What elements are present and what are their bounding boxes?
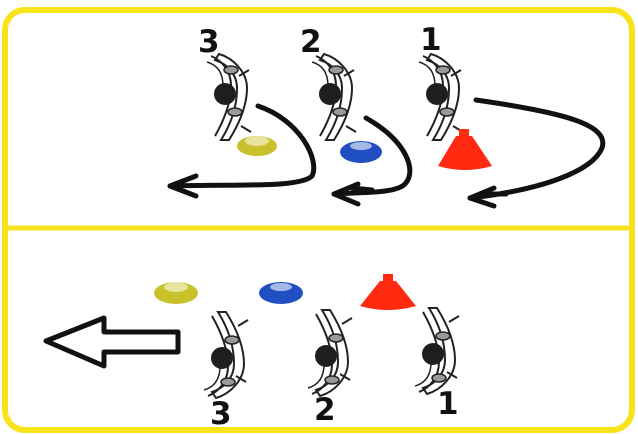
player-figure-icon [206,53,252,141]
training-cone-icon [360,274,416,310]
training-cone-icon [259,282,303,304]
player-figure-icon [414,307,460,395]
player-label-3: 3 [198,24,220,60]
player-label-2: 2 [300,24,322,60]
curved-run-arrow-icon [331,115,413,207]
curved-run-arrow-icon [467,97,606,209]
player-figure-icon [307,309,353,397]
player-label-3: 3 [210,396,232,432]
player-label-1: 1 [420,22,442,58]
field-frame [2,7,635,433]
curved-run-arrow-icon [167,103,317,199]
player-figure-icon [418,53,464,141]
direction-hollow-arrow-icon [43,315,181,369]
player-figure-icon [203,311,249,399]
training-cone-icon [438,129,492,170]
panel-top: 3 2 1 [167,22,606,209]
panel-bottom: 3 2 1 [43,274,460,432]
training-cone-icon [237,136,277,156]
training-cone-icon [340,141,382,163]
player-figure-icon [311,53,357,141]
player-label-2: 2 [314,392,336,428]
player-label-1: 1 [437,386,459,422]
training-cone-icon [154,282,198,304]
